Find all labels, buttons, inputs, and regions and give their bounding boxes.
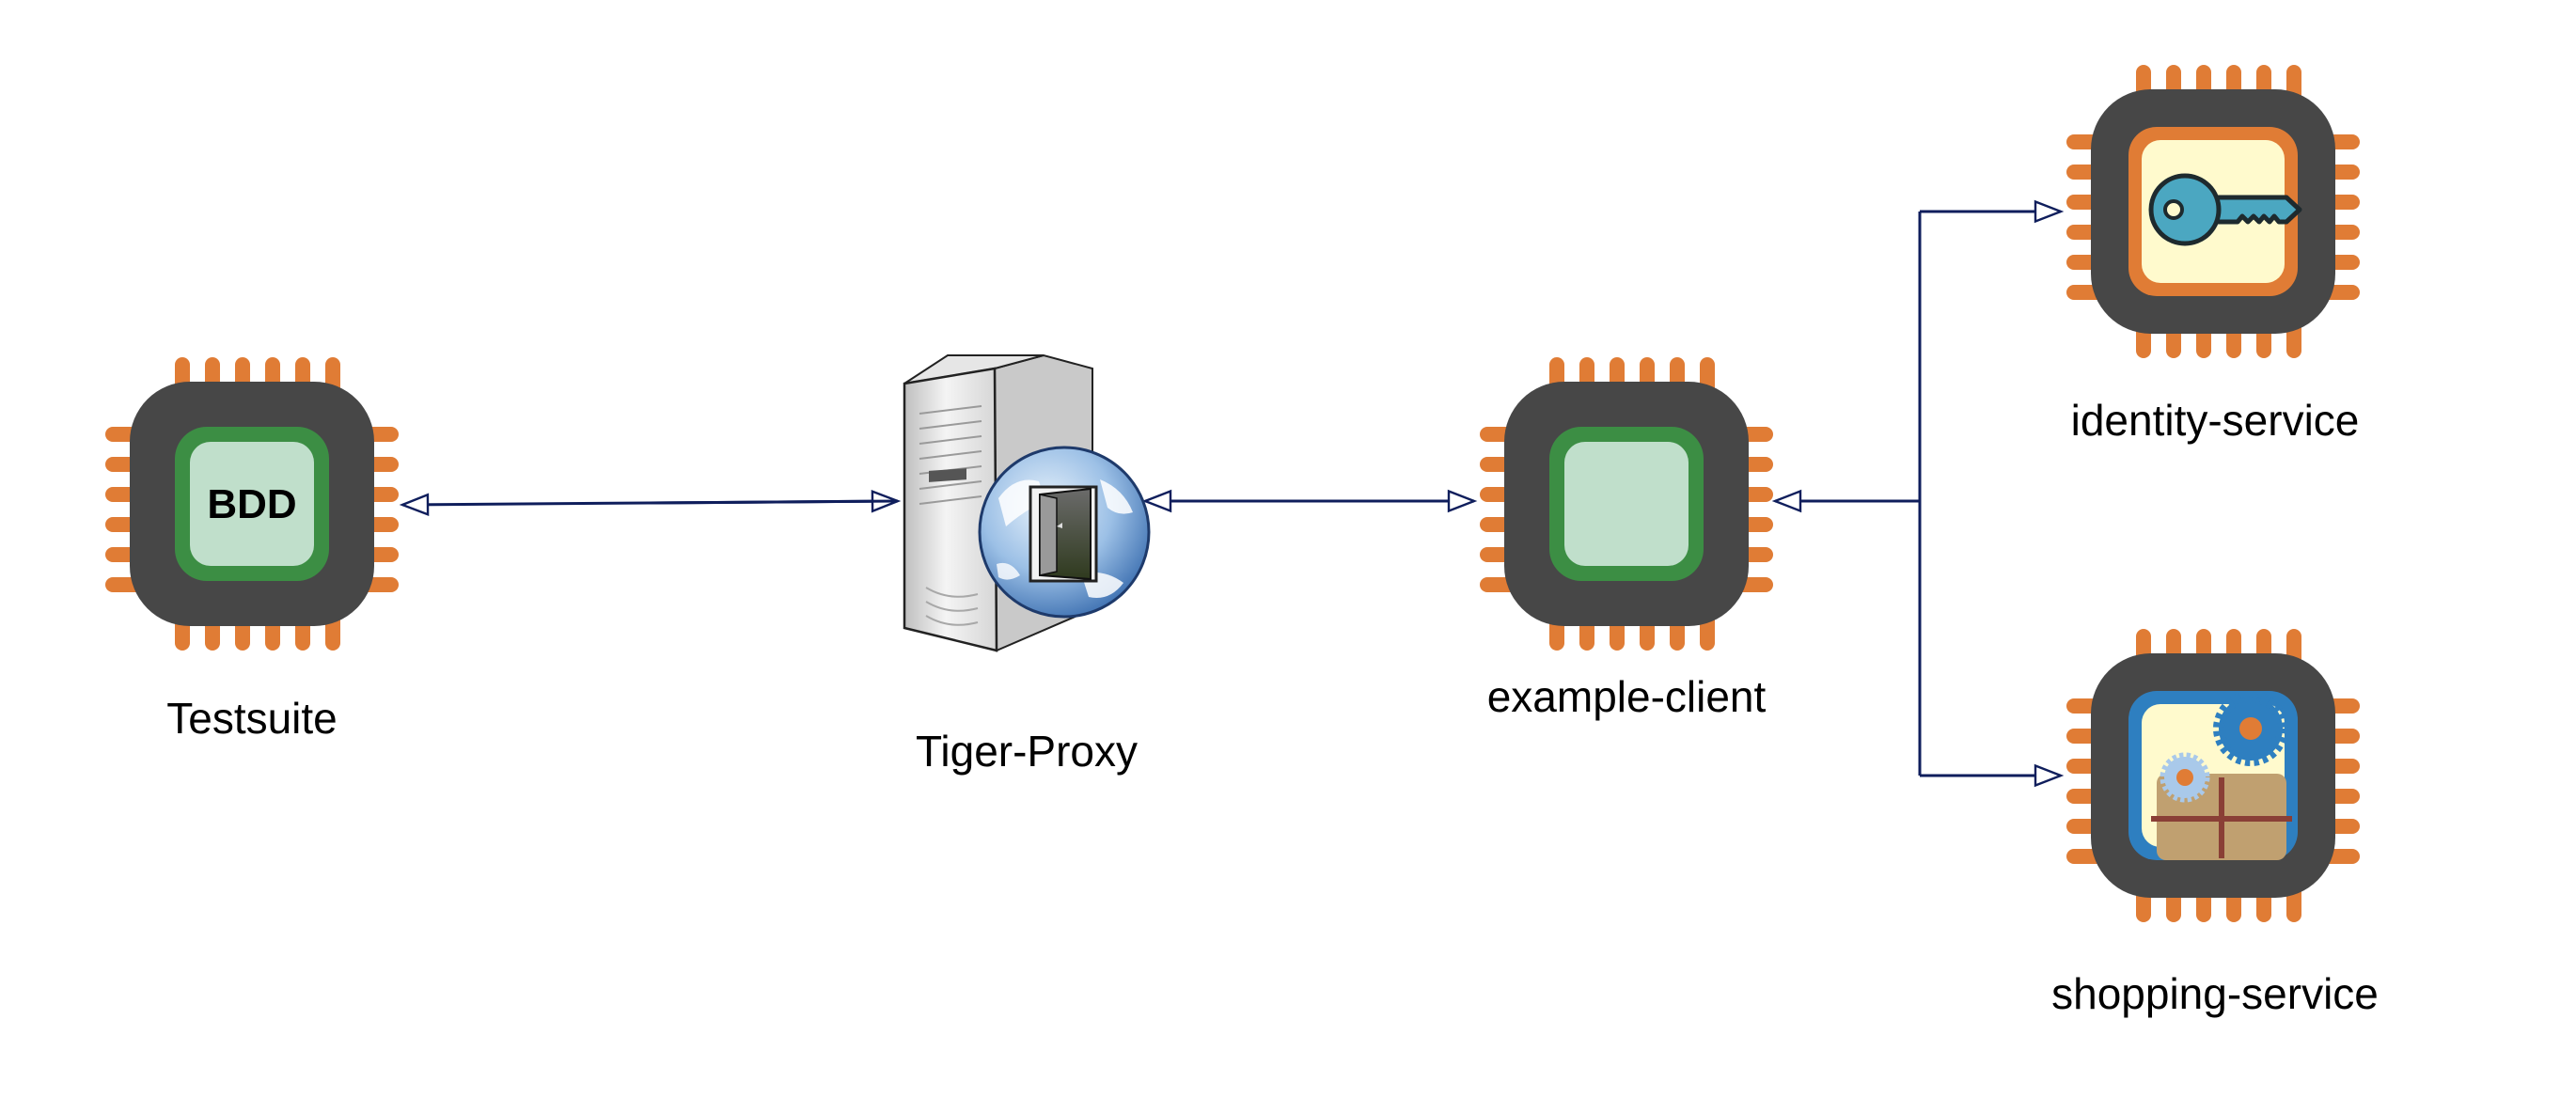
label-shopping-service: shopping-service bbox=[2051, 969, 2379, 1018]
label-tiger-proxy: Tiger-Proxy bbox=[916, 727, 1138, 776]
connectors bbox=[399, 199, 2065, 788]
gear-large-icon bbox=[2213, 691, 2288, 766]
node-tiger-proxy[interactable] bbox=[903, 353, 1151, 652]
edge-testsuite-proxy bbox=[399, 493, 899, 517]
chip-text-bdd: BDD bbox=[207, 481, 296, 527]
globe-door-icon bbox=[978, 446, 1151, 619]
label-example-client: example-client bbox=[1487, 672, 1767, 721]
node-identity-service[interactable] bbox=[2066, 65, 2360, 358]
node-shopping-service[interactable] bbox=[2066, 629, 2360, 922]
gear-small-icon bbox=[2160, 752, 2210, 803]
label-identity-service: identity-service bbox=[2071, 396, 2360, 445]
node-example-client[interactable] bbox=[1480, 357, 1773, 651]
key-icon bbox=[2148, 173, 2302, 246]
label-testsuite: Testsuite bbox=[166, 694, 338, 743]
node-testsuite[interactable]: BDD bbox=[105, 357, 399, 651]
